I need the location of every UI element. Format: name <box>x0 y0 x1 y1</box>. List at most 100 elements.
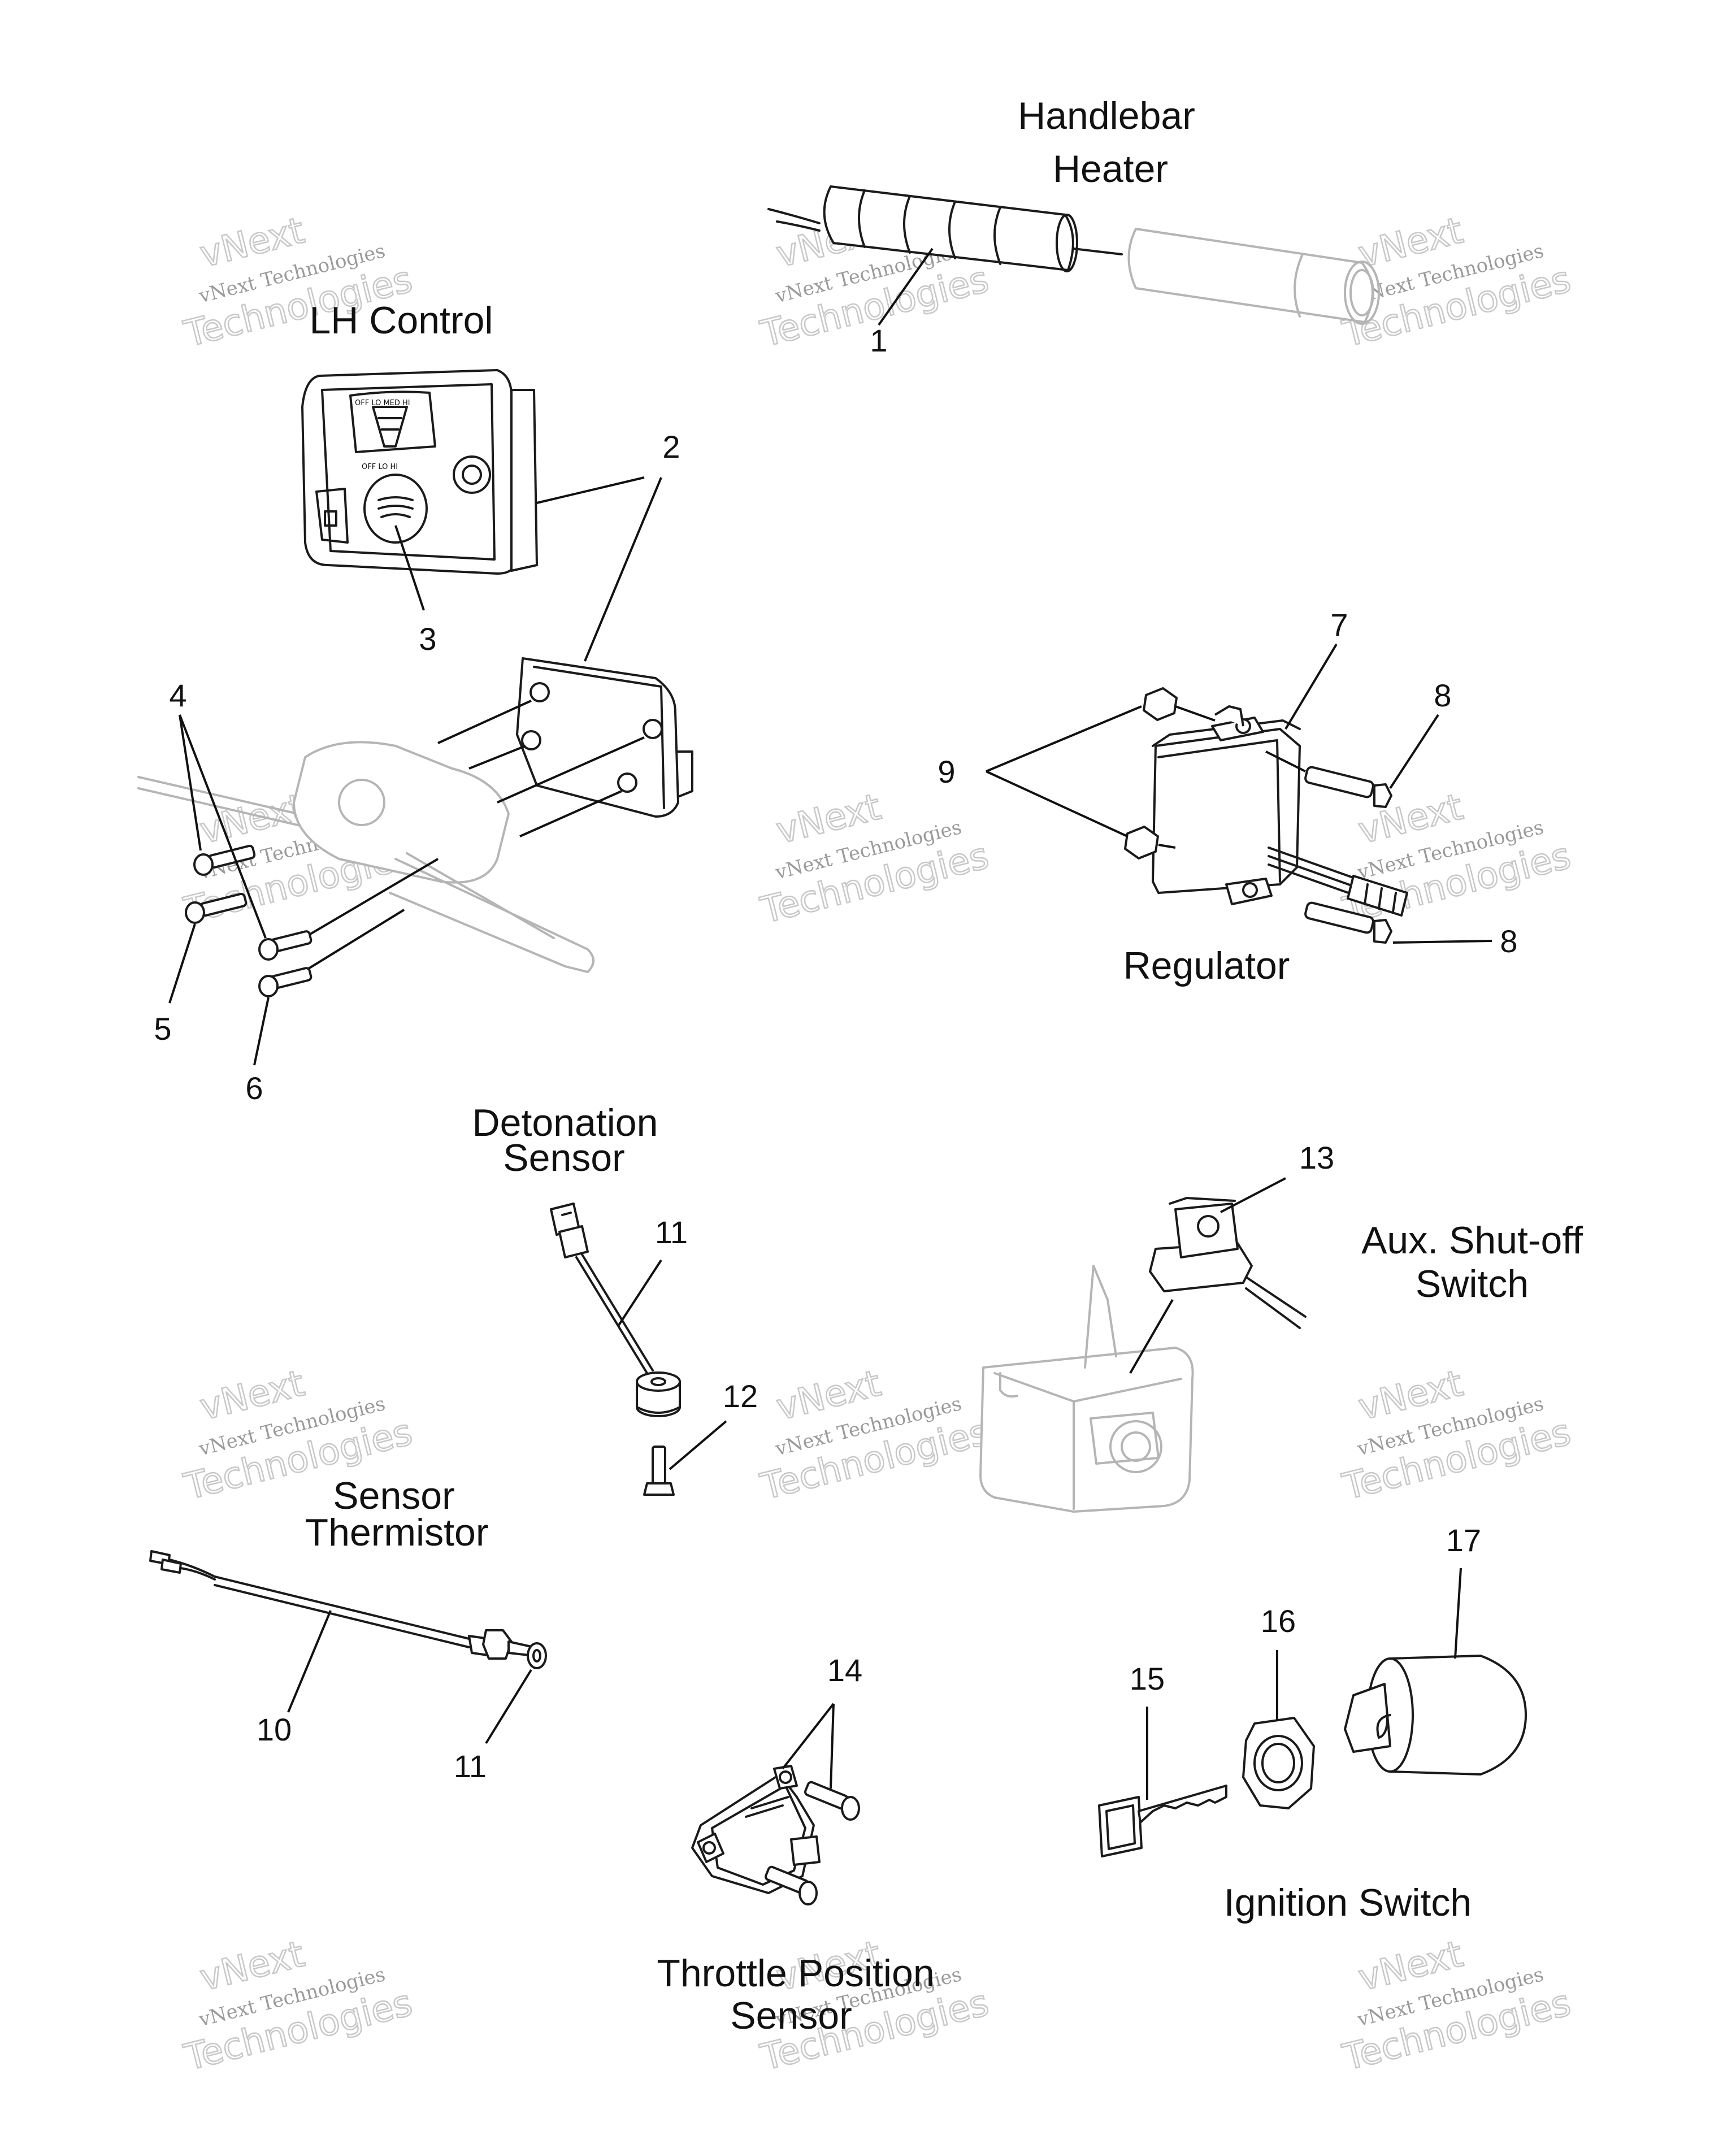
lever-bracket-ghost <box>293 741 510 884</box>
guide-line <box>293 858 439 945</box>
guide-line <box>293 909 405 979</box>
callout-18: 17 <box>1446 1522 1481 1558</box>
callout-1: 1 <box>870 323 887 358</box>
lever-pivot-ghost <box>338 779 385 826</box>
sensor-cable <box>575 1253 654 1374</box>
leader-7 <box>1284 643 1338 730</box>
leader-1 <box>878 248 934 326</box>
title-regulator: Regulator <box>1123 944 1290 987</box>
leader-13 <box>669 1420 727 1470</box>
leader-10 <box>287 1610 332 1713</box>
regulator-connector-ribs <box>1364 883 1397 913</box>
watermark: vNext vNext Technologies Technologies <box>180 1933 417 2080</box>
housing-boss <box>521 730 541 750</box>
callout-7: 7 <box>1330 607 1348 643</box>
thermistor-leads <box>168 1559 216 1581</box>
tps-label <box>745 1796 789 1818</box>
detonation-sensor-assembly: 11 12 <box>550 1203 758 1496</box>
ignition-nut <box>1242 1717 1315 1809</box>
heater-center-line <box>1073 248 1123 255</box>
lh-control-assembly: OFF LO MED HI OFF LO HI <box>137 369 693 1106</box>
key-head <box>1098 1796 1143 1857</box>
title-sensor-thermistor-line2: Thermistor <box>305 1511 489 1554</box>
guide-line <box>519 790 622 837</box>
handlebar-tube-bore <box>1349 269 1374 316</box>
leader-3 <box>394 525 425 611</box>
title-sensor-thermistor-line1: Sensor <box>333 1474 454 1517</box>
leader-9 <box>986 705 1142 772</box>
guide-line <box>497 736 645 804</box>
housing-connector <box>677 750 693 798</box>
guide-line <box>437 700 532 744</box>
tps-hole <box>779 1770 792 1784</box>
shutoff-switch-cap-edge <box>1169 1197 1236 1205</box>
title-throttle-position-sensor-line1: Throttle Position <box>657 1952 934 1995</box>
control-knob-center <box>462 465 482 485</box>
callout-15: 14 <box>827 1652 862 1688</box>
tps-hole <box>702 1841 716 1855</box>
tps-connector <box>790 1835 821 1866</box>
title-detonation-sensor-line1: Detonation <box>472 1101 658 1144</box>
heater-grip-ring <box>948 201 956 259</box>
key-blade <box>1138 1785 1227 1824</box>
leader-15 <box>782 1703 835 1770</box>
title-throttle-position-sensor-line2: Sensor <box>730 1994 852 2037</box>
console-hole-inner-ghost <box>1121 1431 1151 1462</box>
leader-4 <box>179 714 202 851</box>
thermistor-washer <box>527 1642 547 1669</box>
callout-4: 4 <box>169 678 186 713</box>
leader-4 <box>179 714 267 939</box>
leader-2 <box>536 476 645 504</box>
dimmer-switch-knob <box>324 510 337 527</box>
shutoff-switch-cable <box>1245 1276 1307 1329</box>
leader-14 <box>1220 1177 1286 1213</box>
bolt-8-lower <box>1304 901 1392 944</box>
callout-3: 3 <box>419 621 436 657</box>
brake-lever-ghost-edge <box>406 852 555 939</box>
callout-14: 13 <box>1299 1140 1334 1175</box>
heater-grip-ring <box>858 189 866 248</box>
guide-line <box>1158 844 1176 849</box>
watermark: vNext vNext Technologies Technologies <box>1338 1362 1576 1509</box>
regulator-hole <box>1242 882 1258 898</box>
leader-11 <box>485 1669 532 1744</box>
handlebar-tube-ghost <box>1127 228 1374 323</box>
aux-shutoff-assembly: 13 <box>979 1140 1334 1513</box>
leader-6 <box>253 997 270 1066</box>
bolt-8-upper <box>1304 766 1392 808</box>
leader-2 <box>584 477 662 662</box>
regulator-post <box>1214 705 1244 727</box>
console-hole-ghost <box>1109 1420 1162 1473</box>
heater-wire <box>776 220 821 232</box>
regulator-wires <box>1268 847 1357 897</box>
control-housing-side <box>510 389 538 572</box>
callout-2: 2 <box>662 429 680 465</box>
control-faceplate <box>321 383 496 561</box>
switch-panel-upper <box>349 390 436 453</box>
sensor-body-top <box>636 1371 681 1392</box>
heater-grip-ring <box>993 206 1001 265</box>
nut-9-lower <box>1124 826 1159 860</box>
nut-9-upper <box>1143 687 1178 721</box>
tps-tab-left <box>697 1833 724 1863</box>
heater-wire <box>767 208 821 224</box>
sensor-bolt-13 <box>643 1446 675 1496</box>
regulator-connector <box>1347 875 1408 917</box>
tps-screw-upper <box>804 1781 860 1821</box>
handlebar-tube-end <box>1344 261 1380 325</box>
switch-label-upper: OFF LO MED HI <box>355 399 410 407</box>
guide-line <box>1175 705 1216 722</box>
shutoff-switch-cap <box>1174 1203 1239 1258</box>
sensor-thermistor-assembly: 10 11 <box>149 1550 547 1784</box>
callout-10: 10 <box>257 1712 292 1747</box>
lock-keyway <box>1376 1714 1391 1739</box>
thermistor-cable <box>214 1575 470 1648</box>
housing-boss <box>617 772 637 793</box>
screw-4a <box>193 844 256 876</box>
console-ghost <box>979 1347 1194 1513</box>
callout-17: 16 <box>1261 1603 1296 1639</box>
lock-cylinder <box>1389 1655 1527 1776</box>
leader-8-lower <box>1392 940 1492 944</box>
console-bracket-ghost <box>1084 1265 1117 1369</box>
